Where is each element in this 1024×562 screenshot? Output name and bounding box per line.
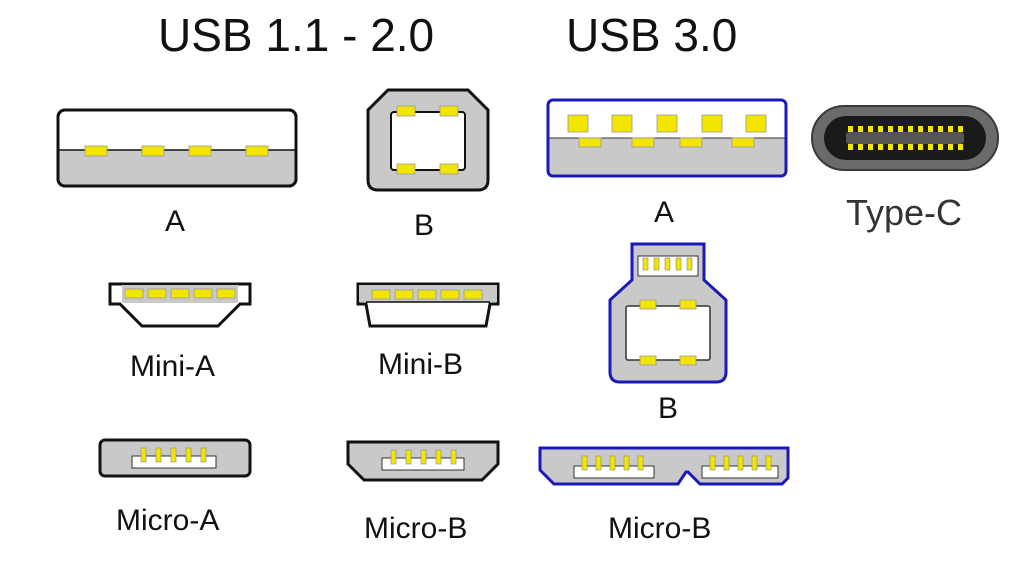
type-c-pin [928,144,933,150]
type-c-pin [858,126,863,132]
usb2-type-a-label: A [165,205,186,238]
usb3-micro-b-label: Micro-B [608,512,712,545]
type-c-pin [848,126,853,132]
usb3-type-b-label: B [658,392,679,425]
type-c-pin [908,144,913,150]
type-c-pin [868,126,873,132]
type-c-pin [898,126,903,132]
usb2-heading: USB 1.1 - 2.0 [158,9,435,61]
type-c-pin [878,126,883,132]
type-c-pin [938,144,943,150]
type-c-pin [918,126,923,132]
usb2-type-a-connector [56,108,298,188]
type-c-pin [908,126,913,132]
usb2-mini-b-label: Mini-B [378,348,464,381]
type-c-pin [948,144,953,150]
type-c-pin [878,144,883,150]
type-c-connector [811,105,999,171]
type-c-pin [948,126,953,132]
type-c-pin [888,126,893,132]
type-c-pin [928,126,933,132]
usb3-micro-b-connector [538,446,790,486]
usb2-mini-a-connector [108,282,252,328]
type-c-pin [858,144,863,150]
type-c-pin [958,144,963,150]
type-c-pin [888,144,893,150]
type-c-pin [898,144,903,150]
usb2-type-b-label: B [414,209,435,242]
type-c-label: Type-C [846,192,963,233]
usb2-micro-b-connector [346,440,500,482]
usb3-heading: USB 3.0 [566,9,738,61]
usb2-micro-a-connector [98,438,252,478]
usb3-type-a-label: A [654,196,675,229]
usb3-type-b-connector [608,242,728,384]
usb2-mini-b-connector [356,282,500,328]
type-c-pin [918,144,923,150]
usb2-micro-b-label: Micro-B [364,512,468,545]
usb2-micro-a-label: Micro-A [116,504,220,537]
type-c-pin [848,144,853,150]
type-c-pin [868,144,873,150]
type-c-pin [938,126,943,132]
type-c-pin [958,126,963,132]
usb2-type-b-connector [366,88,490,192]
usb2-mini-a-label: Mini-A [130,350,216,383]
usb3-type-a-connector [546,98,788,178]
